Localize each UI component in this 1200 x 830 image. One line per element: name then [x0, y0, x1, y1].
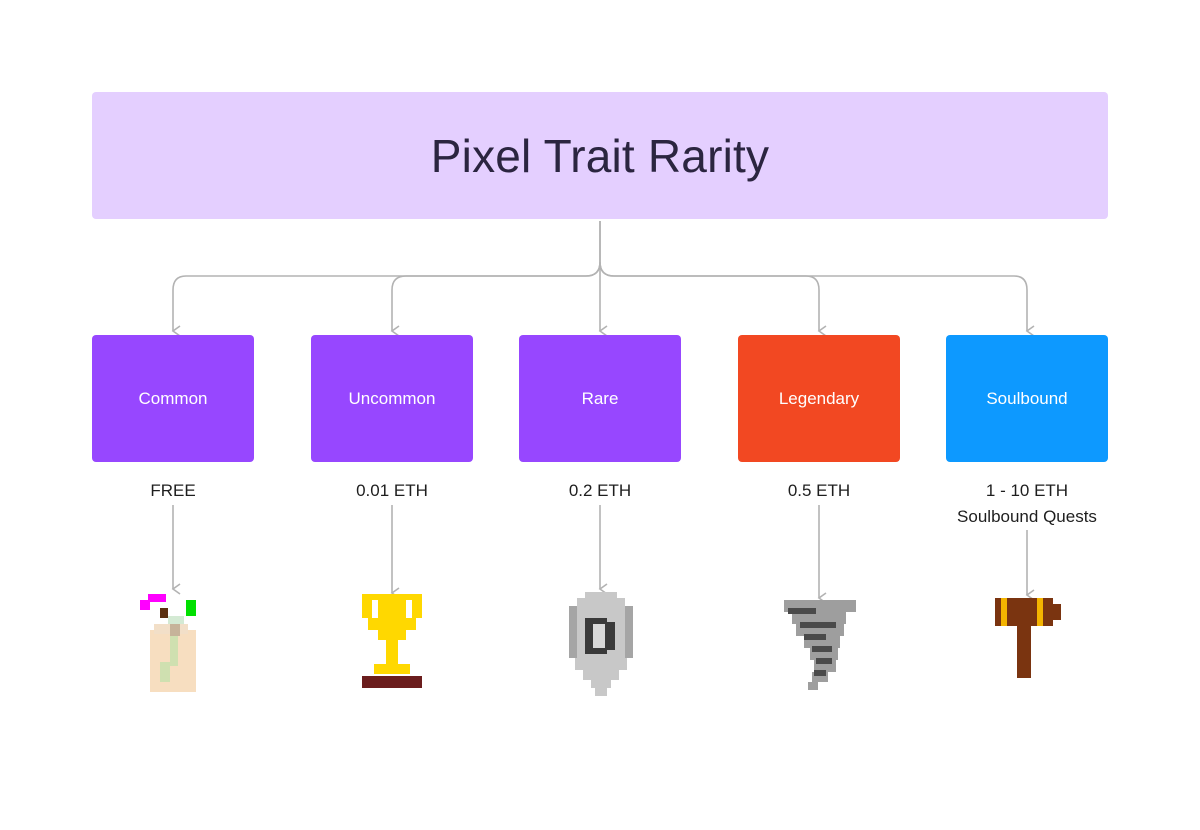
soulbound-quests-note: Soulbound Quests	[957, 507, 1097, 526]
price-soulbound: 1 - 10 ETH Soulbound Quests	[927, 478, 1127, 530]
card-uncommon[interactable]: Uncommon	[311, 335, 473, 462]
hammer-icon	[995, 598, 1061, 678]
card-label-legendary: Legendary	[778, 388, 860, 408]
trophy-icon	[362, 594, 422, 688]
shield-icon	[569, 592, 633, 696]
card-label-soulbound: Soulbound	[986, 388, 1068, 408]
card-label-common: Common	[138, 388, 208, 408]
potion-icon	[140, 594, 196, 692]
price-uncommon: 0.01 ETH	[292, 478, 492, 504]
price-text-soulbound: 1 - 10 ETH	[985, 481, 1069, 500]
connector-legendary	[599, 261, 827, 337]
card-common[interactable]: Common	[92, 335, 254, 462]
price-common: FREE	[73, 478, 273, 504]
card-label-rare: Rare	[581, 388, 619, 408]
price-text-common: FREE	[150, 481, 196, 500]
diagram-title: Pixel Trait Rarity	[430, 129, 770, 182]
price-rare: 0.2 ETH	[500, 478, 700, 504]
price-text-legendary: 0.5 ETH	[787, 481, 851, 500]
card-rare[interactable]: Rare	[519, 335, 681, 462]
tornado-icon	[784, 600, 856, 690]
price-text-rare: 0.2 ETH	[568, 481, 632, 500]
connector-soulbound	[599, 261, 1035, 337]
card-legendary[interactable]: Legendary	[738, 335, 900, 462]
card-label-uncommon: Uncommon	[348, 388, 436, 408]
price-text-uncommon: 0.01 ETH	[356, 481, 428, 500]
card-soulbound[interactable]: Soulbound	[946, 335, 1108, 462]
connector-uncommon	[390, 261, 601, 337]
price-legendary: 0.5 ETH	[719, 478, 919, 504]
title-box: Pixel Trait Rarity	[92, 92, 1108, 219]
